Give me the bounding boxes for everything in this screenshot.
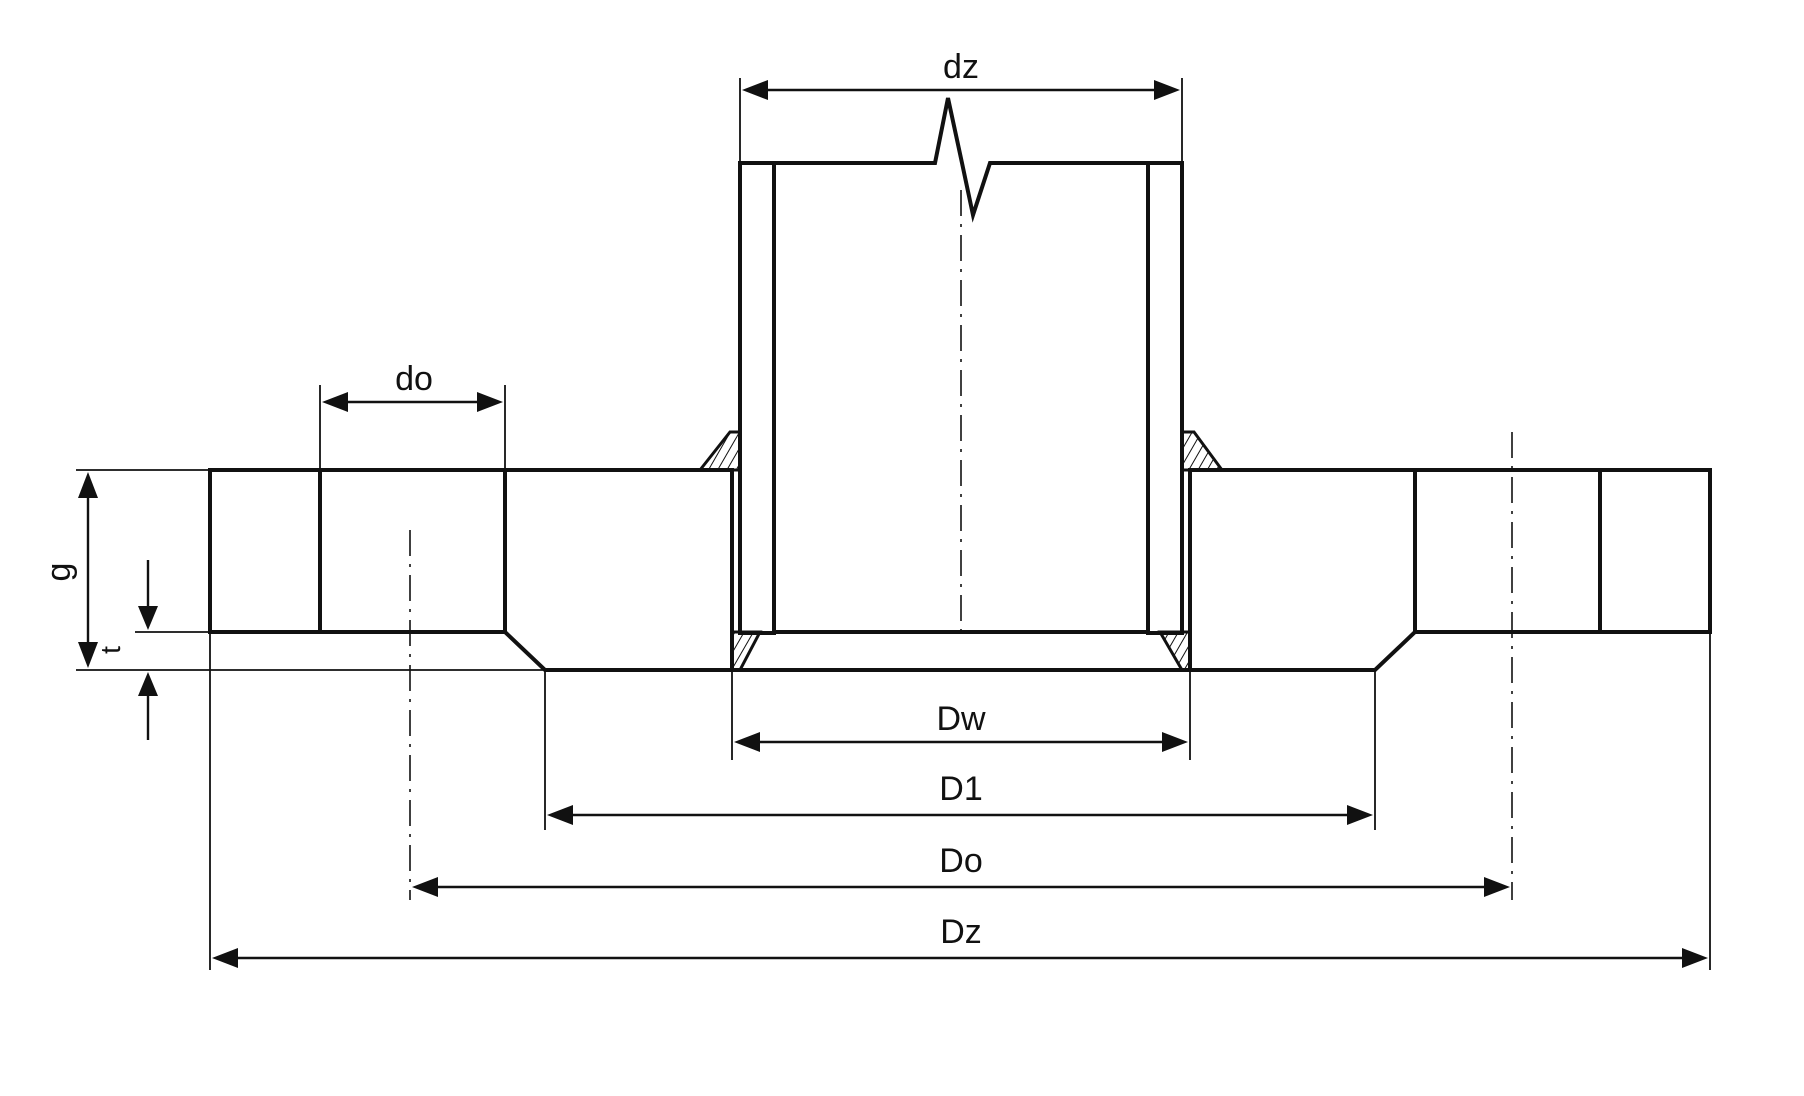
dimension-Dz: Dz: [212, 913, 1708, 968]
dimension-do: do: [322, 360, 503, 412]
pipe-break-line: [740, 97, 1182, 223]
pipe-left-wall: [738, 161, 776, 635]
label-t: t: [95, 646, 126, 654]
weld-right-top: [1180, 430, 1225, 472]
label-Dz: Dz: [940, 913, 982, 951]
weld-right-bottom: [1157, 630, 1192, 672]
pipe-right-wall: [1146, 161, 1184, 635]
dimension-Dw: Dw: [734, 700, 1188, 752]
label-dz: dz: [943, 48, 979, 86]
weld-left-bottom: [730, 630, 763, 672]
label-D1: D1: [939, 770, 982, 808]
flange-right-inner-section: [1188, 468, 1417, 672]
flange-left-outer-section: [208, 468, 322, 634]
right-bolt-hole: [1415, 468, 1600, 634]
dimension-D1: D1: [547, 770, 1373, 825]
label-do: do: [395, 360, 433, 398]
label-Do: Do: [939, 842, 982, 880]
label-Dw: Dw: [936, 700, 986, 738]
weld-left-top: [696, 430, 742, 472]
dimension-dz: dz: [742, 48, 1180, 100]
dimension-t: t: [95, 560, 158, 740]
left-bolt-hole: [320, 468, 505, 634]
flange-left-inner-section: [503, 468, 734, 672]
dimension-g: g: [40, 472, 98, 668]
label-g: g: [40, 563, 78, 582]
flange-right-outer-section: [1598, 468, 1712, 634]
dimension-Do: Do: [412, 842, 1510, 897]
